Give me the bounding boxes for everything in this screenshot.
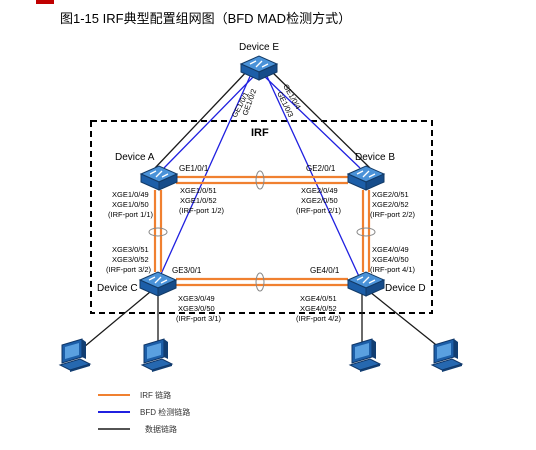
device-e-switch-icon	[240, 55, 278, 81]
device-a-label: Device A	[115, 152, 155, 163]
irf-link-top	[176, 175, 348, 185]
legend-label-bfd: BFD 检测链路	[140, 407, 190, 417]
port-label-a-ge: GE1/0/1	[179, 164, 209, 173]
bfd-link-e-a	[163, 73, 257, 169]
legend: IRF 链路 BFD 检测链路 数据链路	[98, 390, 190, 434]
device-b-switch-icon	[347, 165, 385, 191]
aggregation-ellipse-right	[356, 227, 376, 237]
irf-port-c-right: XGE3/0/49 XGE3/0/50 (IRF-port 3/1)	[176, 294, 222, 323]
device-a-switch-icon	[140, 165, 178, 191]
corner-red-mark	[36, 0, 54, 4]
device-d-switch-icon	[347, 271, 385, 297]
data-link-e-a	[154, 67, 251, 169]
irf-link-right	[361, 190, 371, 272]
irf-port-c-up: XGE3/0/51 XGE3/0/52 (IRF-port 3/2)	[106, 245, 152, 274]
device-d-label: Device D	[385, 283, 426, 294]
irf-link-left	[153, 190, 163, 272]
port-label-b-ge: GE2/0/1	[306, 164, 336, 173]
irf-port-a-down: XGE1/0/49 XGE1/0/50 (IRF-port 1/1)	[108, 190, 154, 219]
irf-port-b-left: XGE2/0/49 XGE2/0/50 (IRF-port 2/1)	[296, 186, 342, 215]
legend-label-irf: IRF 链路	[140, 390, 171, 400]
data-link-d-pc4	[369, 291, 446, 353]
aggregation-ellipse-bottom	[255, 272, 265, 292]
data-link-e-b	[267, 67, 371, 169]
irf-port-b-down: XGE2/0/51 XGE2/0/52 (IRF-port 2/2)	[370, 190, 416, 219]
pc-2-icon	[141, 338, 173, 373]
device-c-label: Device C	[97, 283, 138, 294]
bfd-link-e-b	[261, 73, 361, 169]
port-label-c-ge: GE3/0/1	[172, 266, 202, 275]
aggregation-ellipse-top	[255, 170, 265, 190]
pc-4-icon	[431, 338, 463, 373]
pc-1-icon	[59, 338, 91, 373]
irf-link-bottom	[176, 277, 348, 287]
legend-label-data: 数据链路	[145, 424, 177, 434]
irf-port-d-up: XGE4/0/49 XGE4/0/50 (IRF-port 4/1)	[370, 245, 416, 274]
figure-caption: 图1-15 IRF典型配置组网图（BFD MAD检测方式）	[60, 11, 352, 26]
port-label-d-ge: GE4/0/1	[310, 266, 340, 275]
data-link-c-pc1	[77, 291, 151, 353]
irf-port-d-left: XGE4/0/51 XGE4/0/52 (IRF-port 4/2)	[296, 294, 342, 323]
irf-label: IRF	[251, 127, 269, 139]
device-e-label: Device E	[239, 42, 279, 53]
pc-3-icon	[349, 338, 381, 373]
device-b-label: Device B	[355, 152, 395, 163]
irf-frame	[90, 120, 433, 314]
device-c-switch-icon	[139, 271, 177, 297]
irf-port-a-right: XGE1/0/51 XGE1/0/52 (IRF-port 1/2)	[179, 186, 225, 215]
aggregation-ellipse-left	[148, 227, 168, 237]
